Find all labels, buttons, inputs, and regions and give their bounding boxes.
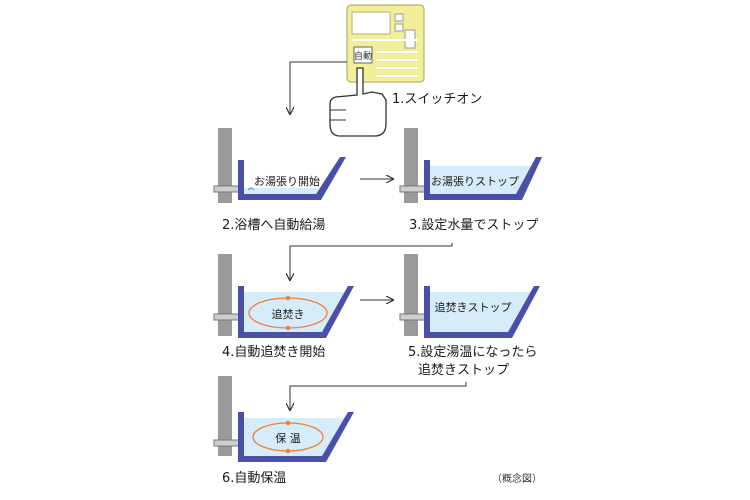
bath-text-step-2: お湯張り開始 <box>254 174 320 188</box>
wall-icon <box>399 128 429 203</box>
pointing-hand-icon <box>329 67 387 137</box>
bathtub-step-5 <box>424 286 540 338</box>
step-5-caption-line-2: 追焚きストップ <box>418 362 509 378</box>
wall-icon <box>399 254 429 336</box>
wall-icon <box>213 254 243 336</box>
step-4-caption: 4.自動追焚き開始 <box>222 344 325 360</box>
wall-icon <box>213 376 243 456</box>
bath-text-step-6: 保 温 <box>275 431 301 445</box>
auto-button-label: 自動 <box>354 50 372 62</box>
bathtub-step-4 <box>238 286 354 338</box>
step-2-caption: 2.浴槽へ自動給湯 <box>222 218 325 233</box>
step-1-caption: 1.スイッチオン <box>392 92 482 107</box>
bathtub-step-2 <box>238 157 346 200</box>
step-6-caption: 6.自動保温 <box>222 471 286 486</box>
flow-arrow <box>290 382 467 410</box>
bathtub-step-6 <box>238 412 354 462</box>
flow-arrow <box>290 61 347 114</box>
wall-icon <box>213 128 243 203</box>
bath-text-step-4: 追焚き <box>272 307 305 321</box>
control-panel: 自動 <box>346 4 425 83</box>
bath-text-step-5: 追焚きストップ <box>435 300 512 314</box>
step-5-caption-line-1: 5.設定湯温になったら <box>408 344 537 360</box>
auto-button <box>353 46 373 64</box>
bathtub-step-3 <box>424 157 542 200</box>
flow-arrow <box>290 243 453 280</box>
diagram-note: （概念図） <box>492 472 542 485</box>
step-3-caption: 3.設定水量でストップ <box>409 217 538 233</box>
bath-text-step-3: お湯張りストップ <box>431 175 519 188</box>
